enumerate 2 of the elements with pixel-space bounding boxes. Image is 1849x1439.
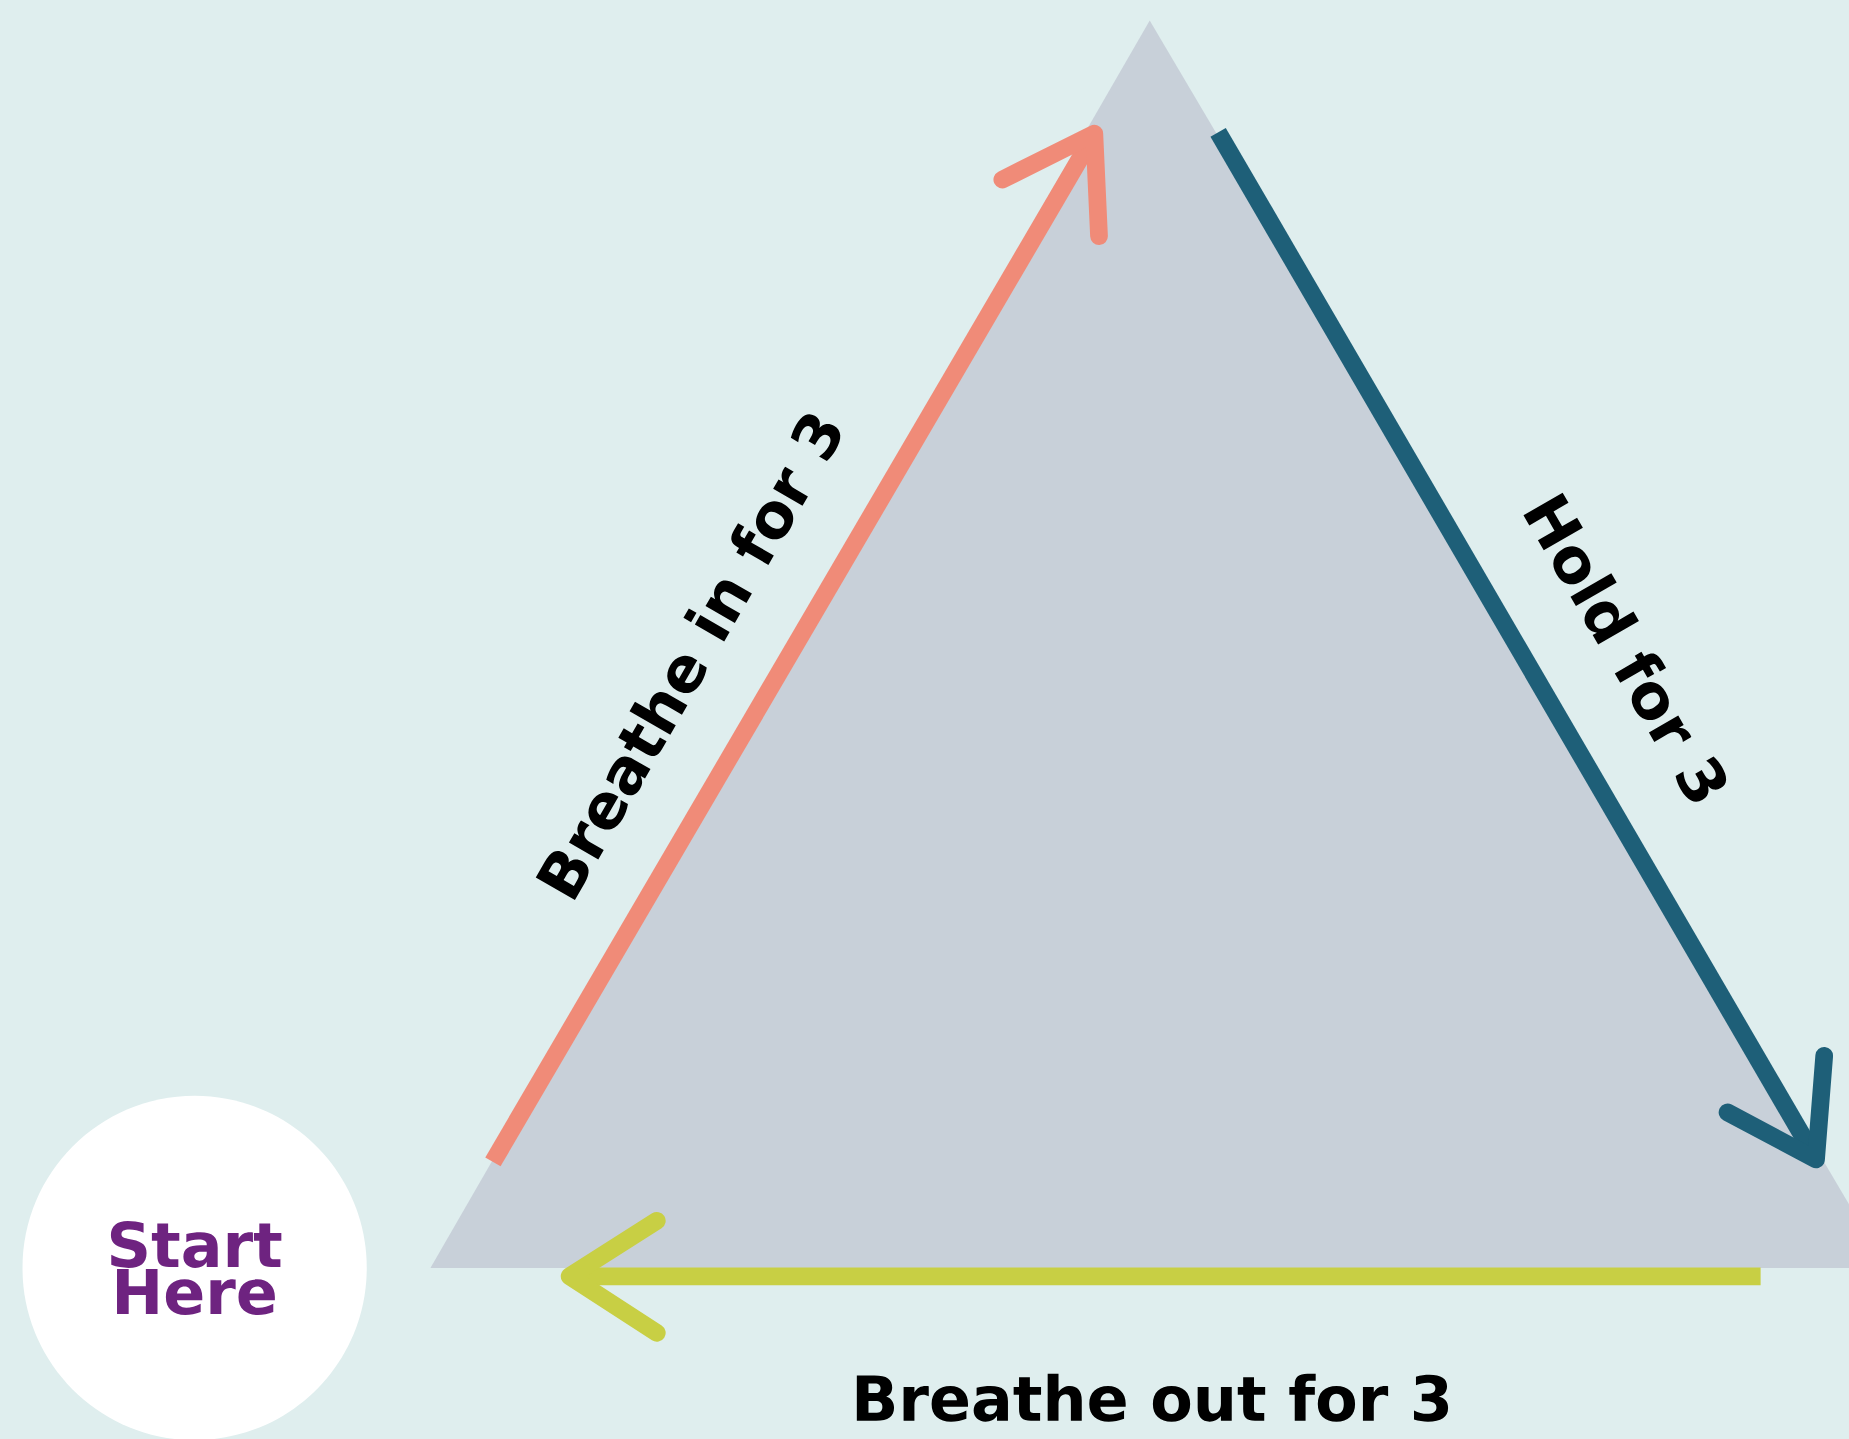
triangle xyxy=(430,20,1849,1268)
side-label: Breathe out for 3 xyxy=(856,1373,1449,1422)
